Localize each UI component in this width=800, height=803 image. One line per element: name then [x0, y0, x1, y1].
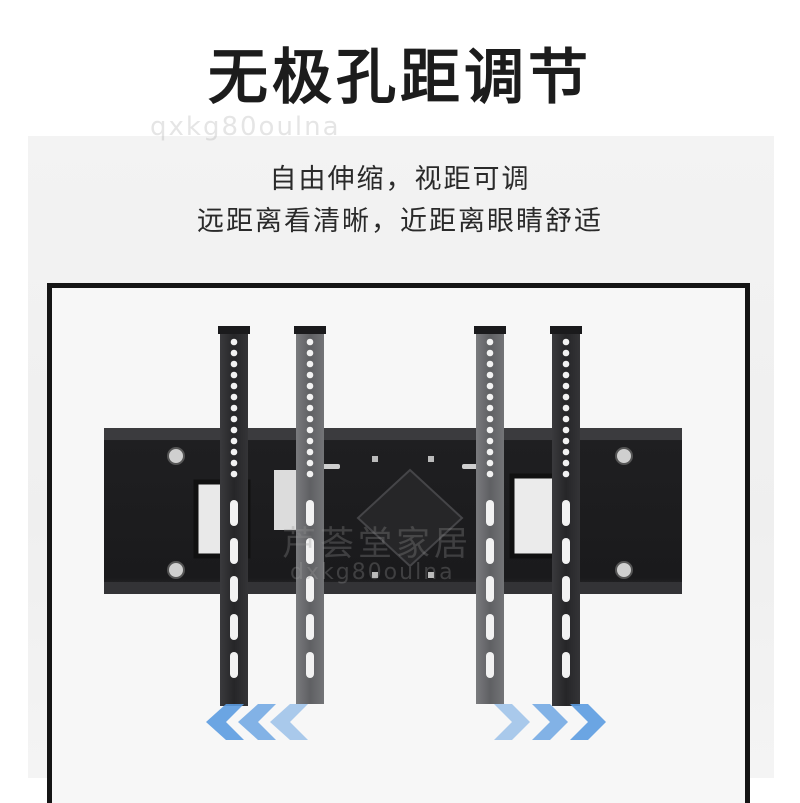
arm-right-inner [474, 326, 506, 704]
arm-left-outer [218, 326, 250, 706]
wall-plate [104, 428, 682, 594]
right-arrow-icon [494, 704, 606, 740]
arm-left-inner [294, 326, 326, 704]
arm-right-outer [550, 326, 582, 706]
subtitle-line-1: 自由伸缩，视距可调 [269, 164, 531, 195]
subtitle-line-2: 远距离看清晰，近距离眼睛舒适 [197, 206, 603, 237]
left-arrow-icon [206, 704, 308, 740]
page-title: 无极孔距调节 [208, 43, 592, 113]
